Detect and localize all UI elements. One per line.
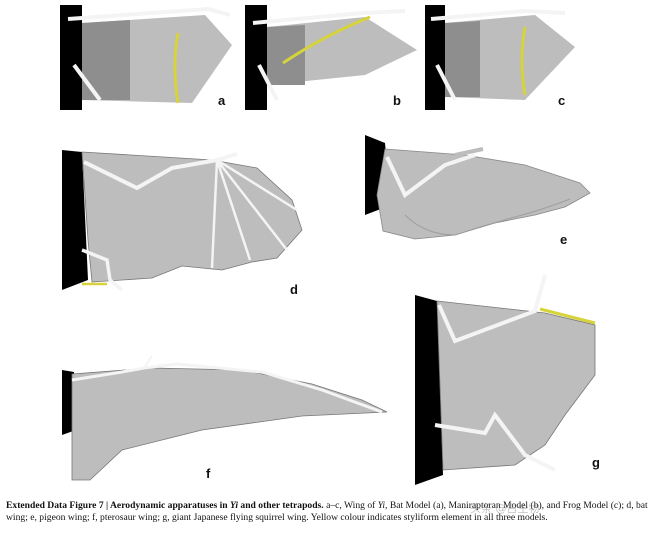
yi-bat-model-illustration <box>60 5 232 110</box>
caption-body: a–c, Wing of Yi, Bat Model (a), Manirapt… <box>6 500 648 523</box>
figure-caption: Extended Data Figure 7 | Aerodynamic app… <box>6 500 658 524</box>
bat-wing-illustration <box>62 150 303 292</box>
panel-label-f: f <box>206 466 211 481</box>
panel-g <box>415 265 615 490</box>
panel-e <box>365 135 595 250</box>
panel-d <box>62 140 322 300</box>
panel-label-a: a <box>218 93 226 108</box>
watermark: 头条 @古生物 <box>470 502 540 515</box>
panel-label-e: e <box>560 232 568 247</box>
panel-label-d: d <box>290 282 298 297</box>
panel-a <box>60 5 235 110</box>
flying-squirrel-wing-illustration <box>415 274 596 485</box>
panel-c <box>425 5 580 110</box>
caption-title: Extended Data Figure 7 | Aerodynamic app… <box>6 500 324 511</box>
pigeon-wing-illustration <box>365 135 591 240</box>
panel-f <box>62 350 392 490</box>
pterosaur-wing-illustration <box>62 355 388 481</box>
panel-label-g: g <box>592 455 600 470</box>
panel-b <box>245 5 420 110</box>
panel-label-c: c <box>558 93 566 108</box>
yi-frog-model-illustration <box>425 5 575 110</box>
panel-label-b: b <box>393 93 401 108</box>
yi-maniraptoran-model-illustration <box>245 5 417 110</box>
